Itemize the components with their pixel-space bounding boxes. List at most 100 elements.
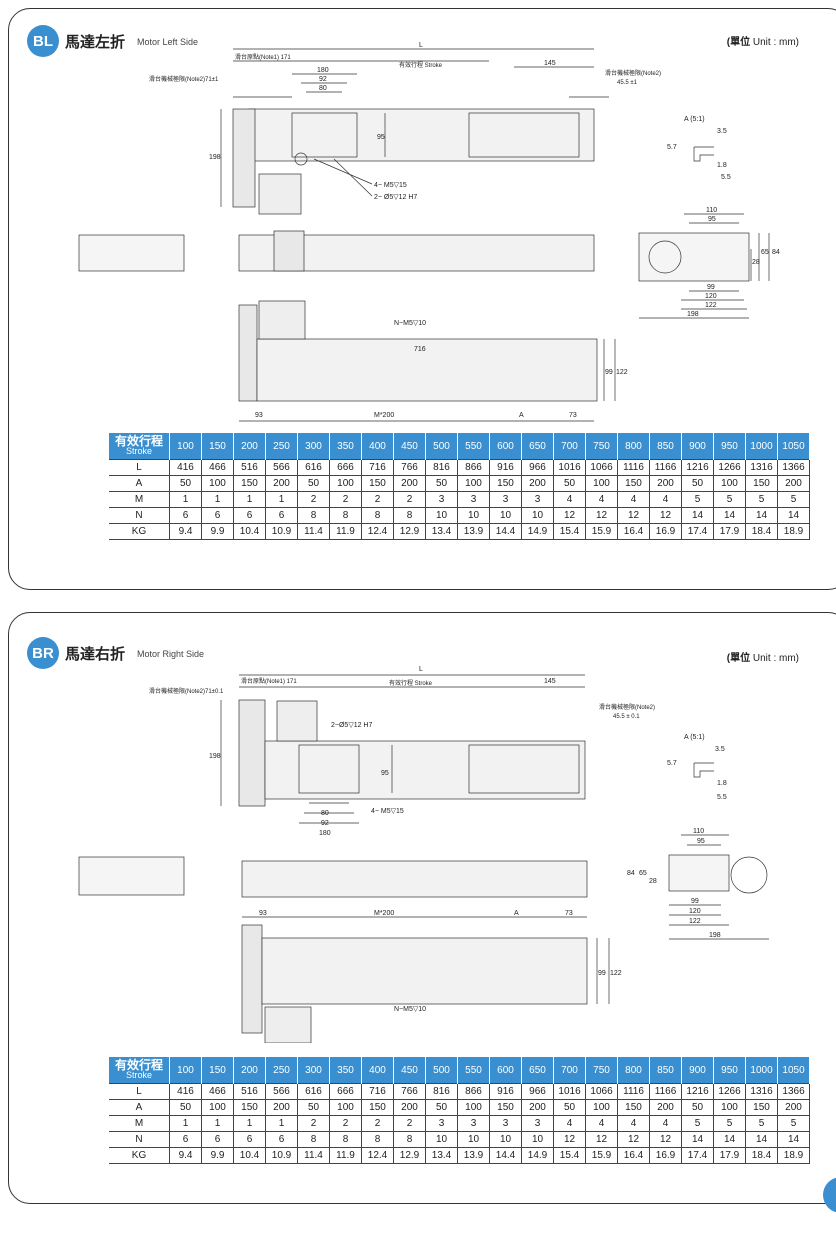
table-cell: 3 (489, 491, 523, 508)
table-cell: 2 (297, 491, 331, 508)
stroke-column-header: 350 (329, 1057, 363, 1084)
svg-text:180: 180 (317, 67, 329, 74)
table-cell: 12 (617, 1131, 651, 1148)
table-cell: 200 (393, 1099, 427, 1116)
table-cell: 100 (457, 475, 491, 492)
svg-text:4− M5▽15: 4− M5▽15 (374, 182, 407, 189)
table-cell: 200 (265, 475, 299, 492)
table-cell: 716 (361, 459, 395, 476)
row-label: A (109, 1099, 171, 1116)
table-cell: 16.4 (617, 523, 651, 540)
stroke-column-header: 1050 (777, 433, 811, 460)
table-cell: 15.4 (553, 1147, 587, 1164)
table-cell: 200 (649, 475, 683, 492)
table-cell: 1016 (553, 459, 587, 476)
table-cell: 50 (169, 475, 203, 492)
table-cell: 6 (201, 1131, 235, 1148)
stroke-column-header: 900 (681, 433, 715, 460)
table-cell: 4 (585, 1115, 619, 1132)
table-cell: 200 (521, 475, 555, 492)
detail-a-profile (693, 762, 714, 778)
table-cell: 1166 (649, 459, 683, 476)
table-cell: 14.9 (521, 523, 555, 540)
table-cell: 1316 (745, 1083, 779, 1100)
table-cell: 1 (265, 491, 299, 508)
table-cell: 966 (521, 459, 555, 476)
table-cell: 6 (265, 507, 299, 524)
svg-text:A: A (514, 910, 519, 917)
svg-text:198: 198 (687, 311, 699, 318)
stroke-column-header: 450 (393, 433, 427, 460)
table-cell: 816 (425, 459, 459, 476)
stroke-column-header: 500 (425, 433, 459, 460)
table-cell: 150 (233, 475, 267, 492)
motor-end-block (232, 108, 256, 208)
table-cell: 150 (489, 1099, 523, 1116)
table-cell: 716 (361, 1083, 395, 1100)
stroke-column-header: 950 (713, 433, 747, 460)
svg-text:716: 716 (414, 346, 426, 353)
row-label: L (109, 459, 171, 476)
table-cell: 13.9 (457, 523, 491, 540)
table-cell: 50 (425, 1099, 459, 1116)
stroke-column-header: 750 (585, 1057, 619, 1084)
table-cell: 1 (233, 1115, 267, 1132)
stroke-column-header: 800 (617, 433, 651, 460)
svg-text:3.5: 3.5 (715, 746, 725, 753)
svg-text:145: 145 (544, 678, 556, 685)
table-cell: 666 (329, 459, 363, 476)
table-cell: 12.4 (361, 1147, 395, 1164)
table-cell: 2 (329, 1115, 363, 1132)
table-cell: 50 (297, 475, 331, 492)
svg-text:99: 99 (691, 898, 699, 905)
table-cell: 2 (361, 1115, 395, 1132)
stroke-column-header: 550 (457, 1057, 491, 1084)
table-cell: 14.4 (489, 523, 523, 540)
table-cell: 866 (457, 459, 491, 476)
rail-bottom-view (261, 937, 588, 1005)
table-cell: 12.4 (361, 523, 395, 540)
panel-motor-left: BL 馬達左折 Motor Left Side (單位 Unit : mm) (8, 8, 836, 590)
table-cell: 1 (265, 1115, 299, 1132)
table-cell: 5 (777, 491, 811, 508)
svg-text:滑台機械極限(Note2): 滑台機械極限(Note2) (599, 703, 655, 711)
table-cell: 150 (745, 475, 779, 492)
table-cell: 17.4 (681, 523, 715, 540)
table-cell: 666 (329, 1083, 363, 1100)
end-view-right (638, 232, 750, 282)
table-cell: 15.9 (585, 523, 619, 540)
table-cell: 8 (393, 1131, 427, 1148)
table-cell: 10.4 (233, 523, 267, 540)
table-cell: 12.9 (393, 1147, 427, 1164)
table-cell: 14 (713, 1131, 747, 1148)
svg-text:28: 28 (649, 878, 657, 885)
motor-flange-icon (730, 856, 768, 894)
table-cell: 1216 (681, 459, 715, 476)
table-cell: 8 (297, 507, 331, 524)
svg-text:65: 65 (639, 870, 647, 877)
table-cell: 150 (617, 475, 651, 492)
section-badge: BL (27, 25, 59, 57)
table-cell: 9.4 (169, 1147, 203, 1164)
stroke-column-header: 1000 (745, 1057, 779, 1084)
svg-text:65: 65 (761, 249, 769, 256)
table-cell: 1116 (617, 459, 651, 476)
table-cell: 3 (457, 1115, 491, 1132)
svg-text:95: 95 (708, 216, 716, 223)
table-cell: 8 (297, 1131, 331, 1148)
table-cell: 100 (585, 475, 619, 492)
row-label: A (109, 475, 171, 492)
table-cell: 14 (777, 507, 811, 524)
table-cell: 5 (745, 491, 779, 508)
table-cell: 416 (169, 1083, 203, 1100)
table-cell: 9.9 (201, 1147, 235, 1164)
table-cell: 516 (233, 1083, 267, 1100)
row-label: N (109, 507, 171, 524)
stroke-column-header: 200 (233, 1057, 267, 1084)
table-cell: 15.9 (585, 1147, 619, 1164)
table-cell: 3 (521, 491, 555, 508)
table-cell: 2 (393, 1115, 427, 1132)
svg-text:95: 95 (697, 838, 705, 845)
